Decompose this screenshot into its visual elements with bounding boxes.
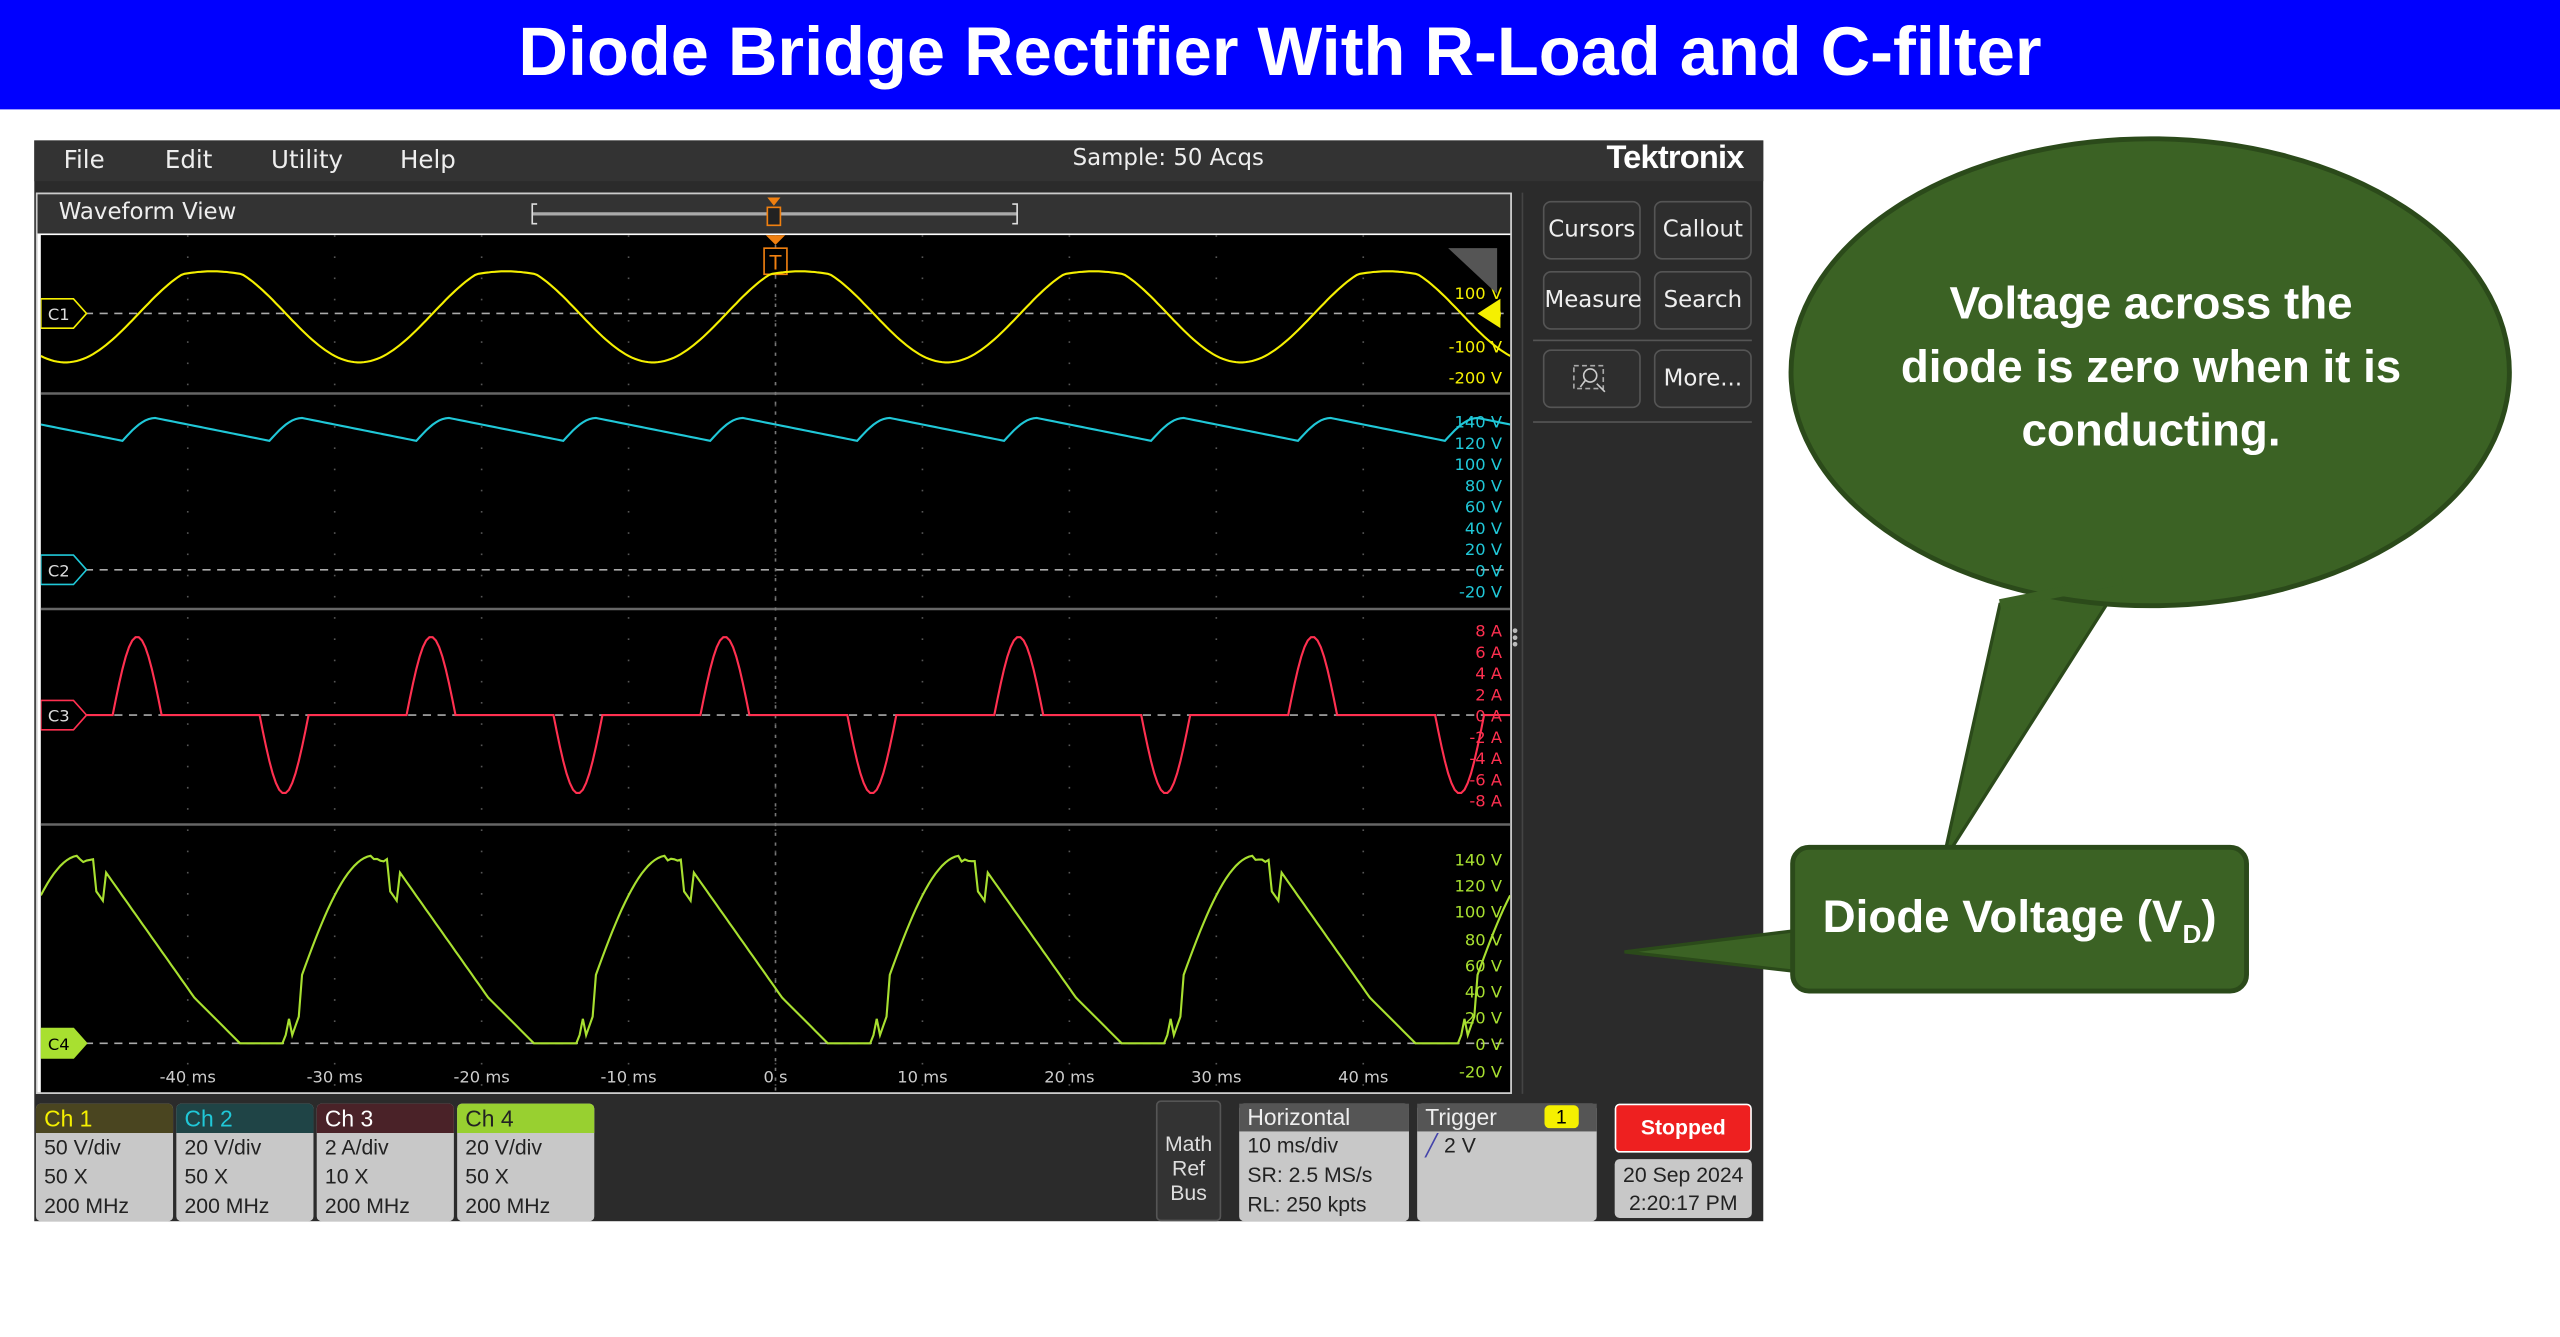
bubble-text: Voltage across the diode is zero when it… [1894,271,2408,462]
speech-bubble-tail [1943,580,2123,862]
diode-voltage-label: Diode Voltage (VD) [1793,891,2247,951]
label-callout-tail [1624,931,1795,972]
